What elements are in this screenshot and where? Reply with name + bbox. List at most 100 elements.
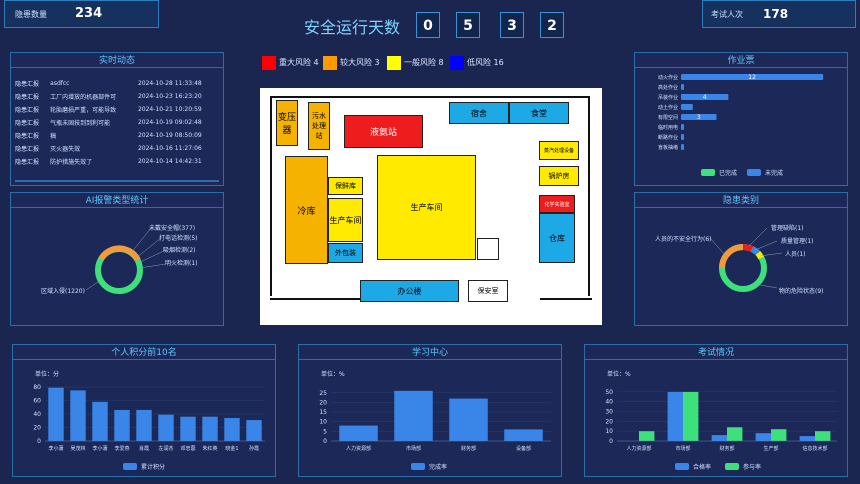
exam-legend-join-label: 参与率 (743, 464, 762, 471)
points-bar (180, 416, 196, 441)
points-ytick: 40 (33, 411, 41, 418)
building-cold-storage[interactable]: 冷库 (285, 156, 328, 264)
page-title: 安全运行天数 (304, 18, 401, 37)
feed-scrollbar[interactable] (15, 180, 219, 182)
ai-label-smoking: 吸烟检测(2) (163, 247, 196, 254)
building-outer-pack[interactable]: 外包装 (328, 243, 363, 263)
points-legend-label: 累计积分 (141, 464, 166, 471)
exam-count-value: 178 (763, 7, 789, 21)
hazard-count-value: 234 (75, 6, 103, 21)
feed-cell-time: 2024-10-19 09:02:48 (137, 119, 202, 126)
feed-cell-type: 隐患汇报 (15, 120, 40, 127)
ai-label-phone: 打电话检测(5) (159, 235, 198, 242)
points-xtick: 吴茂林 (70, 445, 85, 452)
ticket-category-label: 有限空间 (658, 114, 678, 121)
hazard-count-box: 隐患数量 234 (4, 0, 159, 28)
ai-alarm-title: AI报警类型统计 (11, 193, 223, 208)
building-transformer[interactable]: 变压器 (276, 100, 298, 146)
feed-cell-type: 隐患汇报 (15, 81, 40, 88)
exam-ytick: 40 (605, 399, 613, 406)
building-lab[interactable]: 化学实验室 (539, 195, 575, 213)
ticket-category-label: 动火作业 (658, 74, 678, 81)
building-ammonia[interactable]: 液氨站 (344, 115, 423, 148)
points-xtick: 李小蒲 (92, 445, 107, 452)
exam-unit: 单位：% (607, 371, 631, 378)
building-steam[interactable]: 蒸汽处理设备 (539, 141, 579, 160)
exam-count-label: 考试人次 (711, 10, 743, 19)
hazard-label-person: 人员(1) (785, 251, 806, 258)
study-xtick: 财务部 (461, 445, 476, 452)
points-ytick: 0 (37, 438, 41, 445)
building-keep-fresh[interactable]: 保鲜库 (328, 177, 363, 195)
exam-ytick: 20 (605, 418, 613, 425)
days-digit-1: 0 (416, 12, 440, 38)
building-security[interactable]: 保安室 (468, 280, 508, 302)
gate-right (540, 298, 592, 300)
feed-cell-time: 2024-10-19 08:50:09 (137, 132, 202, 139)
study-bar (394, 390, 433, 441)
legend-general-label: 一般风险 8 (404, 58, 444, 67)
ticket-legend-todo-label: 未完成 (765, 170, 784, 177)
legend-major-swatch (262, 56, 276, 70)
points-bar (48, 387, 64, 441)
exam-bar (639, 431, 655, 441)
points-xtick: 李爱燕 (114, 445, 129, 452)
building-dorm[interactable]: 宿舍 (449, 102, 509, 124)
ai-alarm-donut (85, 227, 167, 294)
hazard-label-quality: 质量管理(1) (781, 238, 814, 245)
building-stairs (477, 238, 499, 260)
building-boiler[interactable]: 锅炉房 (539, 166, 579, 186)
building-workshop-small[interactable]: 生产车间 (328, 198, 363, 242)
ai-label-fire: 明火检测(1) (165, 260, 198, 267)
feed-cell-desc: 气瓶未固技到到利可能 (50, 120, 111, 127)
feed-cell-type: 隐患汇报 (15, 159, 40, 166)
ticket-category-label: 断路作业 (658, 134, 678, 141)
points-legend-swatch (123, 463, 137, 470)
points-unit: 单位：分 (35, 371, 60, 378)
points-xtick: 李小蒲 (48, 445, 63, 452)
ticket-category-label: 临时用电 (658, 124, 678, 131)
points-bar (202, 416, 218, 441)
legend-low-label: 低风险 16 (467, 58, 504, 67)
ticket-bar (681, 94, 729, 100)
days-digit-2: 5 (456, 12, 480, 38)
days-digit-4: 2 (540, 12, 564, 38)
ticket-legend-todo-swatch (747, 169, 761, 176)
exam-count-box: 考试人次 178 (702, 0, 856, 28)
study-ytick: 0 (323, 438, 327, 445)
exam-bar (771, 429, 787, 441)
ticket-bar-label: 3 (697, 114, 701, 121)
points-bar (70, 390, 86, 441)
legend-large-label: 较大风险 3 (340, 58, 380, 67)
work-ticket-title: 作业票 (635, 53, 847, 68)
ai-alarm-panel: AI报警类型统计 未戴安全帽(377) 打电话检测(5) 吸烟检测(2) 明火检… (10, 192, 224, 326)
points-bar (246, 420, 262, 441)
legend-low-swatch (450, 56, 464, 70)
study-title: 学习中心 (299, 345, 561, 360)
ticket-category-label: 吊装作业 (658, 94, 678, 101)
building-office[interactable]: 办公楼 (360, 280, 459, 302)
building-canteen[interactable]: 食堂 (509, 102, 569, 124)
feed-row[interactable]: 隐患汇报 气瓶未固技到到利可能 2024-10-19 09:02:48 (13, 116, 221, 129)
exam-ytick: 0 (609, 438, 613, 445)
building-warehouse[interactable]: 仓库 (539, 213, 575, 263)
exam-bar (711, 435, 727, 441)
study-ytick: 20 (319, 399, 327, 406)
building-sewage[interactable]: 污水处理站 (308, 102, 330, 150)
exam-bar (667, 391, 683, 441)
building-workshop-big[interactable]: 生产车间 (377, 155, 476, 260)
feed-cell-desc: 灭火器失效 (50, 146, 81, 153)
points-bar (92, 401, 108, 441)
exam-bar (815, 431, 831, 441)
study-ytick: 5 (323, 428, 327, 435)
exam-legend-pass-swatch (675, 463, 689, 470)
